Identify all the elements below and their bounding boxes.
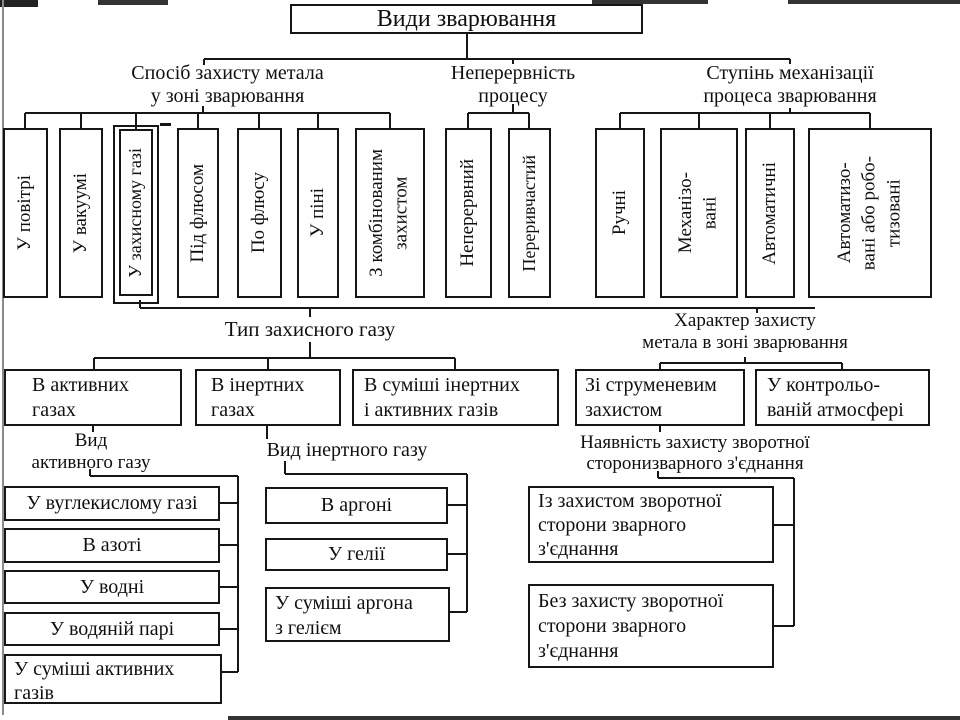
label-inert-gas-kind: Вид інертного газу [266, 439, 428, 461]
node-label: Механізо- вані [675, 172, 721, 254]
label-protection-character: Характер захисту метала в зоні зварюванн… [642, 310, 848, 353]
node-water-vapor: У водяній парі [4, 612, 220, 646]
node-label: Неперервний [457, 159, 479, 267]
node-in-vacuum: У вакуумі [59, 128, 103, 298]
node-in-foam: У піні [297, 128, 339, 298]
node-hydrogen: У водні [4, 570, 220, 604]
active-gas-connectors [89, 426, 239, 673]
node-label: У піні [306, 188, 328, 238]
branch-label-process-continuity: Неперервність процесу [450, 62, 576, 107]
node-jet-protection: Зі струменевим захистом [575, 369, 745, 426]
protection-rake [24, 106, 391, 129]
inert-gas-connectors [266, 425, 468, 613]
node-automatic: Автоматичні [745, 128, 795, 298]
node-label: Під флюсом [186, 163, 208, 263]
node-active-gases: В активних газах [4, 369, 182, 426]
node-intermittent: Переривчастий [508, 128, 551, 298]
root-node-types-of-welding: Види зварювання [290, 4, 643, 34]
label-protective-gas-type: Тип захисного газу [224, 317, 396, 341]
node-label: Переривчастий [518, 154, 539, 272]
label-back-side-protection: Наявність захисту зворотної сторонизварн… [580, 432, 810, 474]
node-in-protective-gas: У захисному газі [119, 129, 153, 296]
node-nitrogen: В азоті [4, 528, 220, 563]
node-label: У повітрі [14, 175, 36, 251]
node-in-air: У повітрі [3, 128, 48, 298]
node-argon-helium-mixture: У суміші аргона з гелієм [265, 587, 450, 642]
node-automated-robotic: Автоматизо- вані або робо- тизовані [808, 128, 932, 298]
node-under-flux: Під флюсом [177, 128, 219, 298]
back-protection-connectors [657, 426, 795, 627]
node-continuous: Неперервний [445, 128, 492, 298]
node-inert-active-mixture: В суміші інертних і активних газів [352, 369, 559, 426]
node-combined-protection: З комбінованим захистом [355, 128, 425, 298]
node-label: Автоматизо- вані або робо- тизовані [833, 155, 905, 271]
node-co2: У вуглекислому газі [4, 486, 220, 521]
node-controlled-atmosphere: У контрольо- ваній атмосфері [755, 369, 930, 426]
node-inert-gases: В інертних газах [195, 369, 341, 426]
node-label: У вакуумі [69, 172, 91, 254]
node-label: З комбінованим захистом [366, 149, 412, 277]
mechanization-rake [619, 108, 871, 129]
branch-label-mechanization-degree: Ступінь механізації процеса зварювання [703, 62, 877, 107]
branch-label-protection-method: Спосіб захисту метала у зоні зварювання [131, 62, 324, 107]
top-connectors [203, 33, 791, 65]
node-on-flux: По флюсу [237, 128, 282, 298]
node-mechanized: Механізо- вані [660, 128, 738, 298]
protection-character-rake [659, 357, 843, 370]
node-argon: В аргоні [265, 487, 448, 524]
node-label: Автоматичні [758, 161, 780, 265]
node-in-protective-gas-outline [113, 125, 159, 304]
node-label: У захисному газі [125, 147, 146, 278]
node-active-gas-mixture: У суміші активних газів [4, 654, 222, 704]
continuity-rake [467, 104, 530, 129]
node-label: Ручні [608, 190, 630, 236]
node-manual: Ручні [595, 128, 645, 298]
node-helium: У гелії [265, 538, 448, 571]
label-active-gas-kind: Вид активного газу [31, 430, 151, 473]
node-label: По флюсу [248, 172, 270, 254]
tier2-connectors [139, 300, 815, 317]
gas-type-rake [93, 342, 456, 370]
node-without-back-protection: Без захисту зворотної сторони зварного з… [528, 584, 774, 668]
node-with-back-protection: Із захистом зворотної сторони зварного з… [528, 486, 774, 563]
